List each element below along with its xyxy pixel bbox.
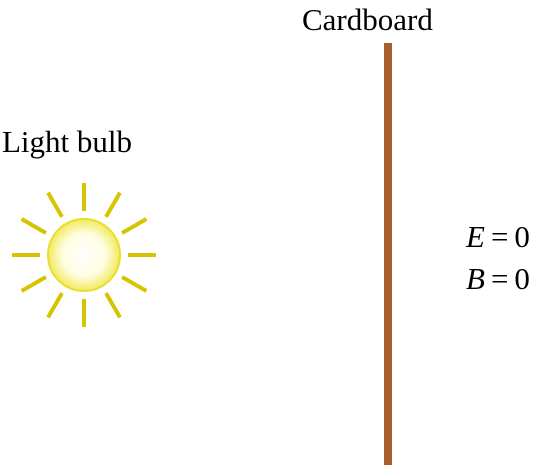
cardboard-label: Cardboard	[302, 2, 433, 37]
bulb-rays	[12, 183, 156, 327]
bulb-ray	[20, 275, 47, 293]
bulb-ray	[46, 292, 64, 319]
electric-field-equation: E=0	[466, 221, 530, 252]
sun-icon	[12, 183, 156, 327]
bulb-ray	[104, 292, 122, 319]
equals-sign: =	[490, 261, 509, 296]
bulb-glow	[47, 218, 121, 292]
electric-field-symbol: E	[466, 219, 485, 254]
bulb-ray	[46, 191, 64, 218]
light-bulb-label: Light bulb	[2, 124, 133, 159]
magnetic-field-value: 0	[514, 261, 530, 296]
equals-sign: =	[490, 219, 509, 254]
bulb-ray	[20, 217, 47, 235]
bulb-ray	[121, 217, 148, 235]
electric-field-value: 0	[514, 219, 530, 254]
bulb-ray	[104, 191, 122, 218]
magnetic-field-equation: B=0	[466, 263, 530, 294]
bulb-ray	[121, 275, 148, 293]
magnetic-field-symbol: B	[466, 261, 485, 296]
cardboard-sheet	[384, 43, 392, 465]
cardboard-bar	[384, 43, 392, 465]
